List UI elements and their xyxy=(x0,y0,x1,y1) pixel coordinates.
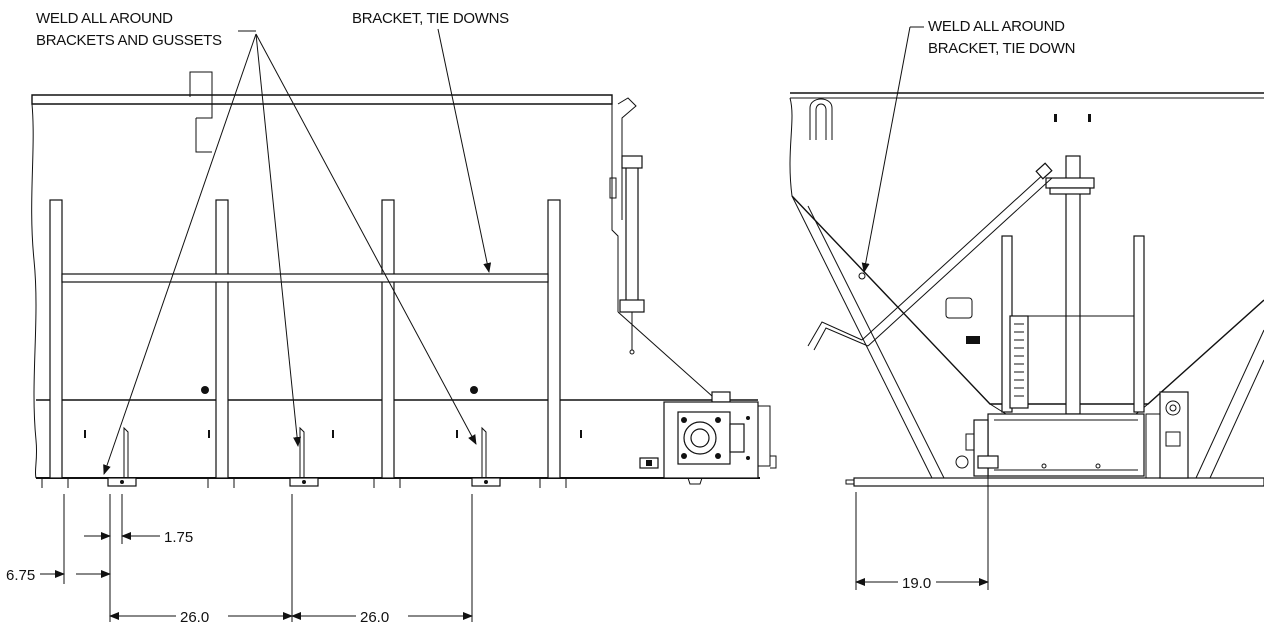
hopper-slope xyxy=(617,311,713,397)
motor xyxy=(1159,391,1189,479)
break-line xyxy=(789,97,793,197)
slots xyxy=(84,430,582,438)
hopper-side-panel xyxy=(611,104,619,312)
inspection-window xyxy=(945,297,973,319)
top-hook xyxy=(189,71,213,153)
left-side-view: WELD ALL AROUND BRACKETS AND GUSSETS BRA… xyxy=(6,10,777,626)
dim-spacing-1: 26.0 xyxy=(180,609,209,626)
crank-rod xyxy=(807,171,1053,351)
leader-lines xyxy=(103,28,492,475)
bolt-hole xyxy=(201,386,209,394)
decal xyxy=(966,336,980,344)
dim-end-offset: 6.75 xyxy=(6,567,35,584)
post xyxy=(547,199,561,479)
dim-bracket-offset: 19.0 xyxy=(902,575,931,592)
level-gauge xyxy=(1009,315,1029,409)
break-line xyxy=(31,103,38,479)
dimensions-right: 19.0 xyxy=(855,470,989,592)
foot-brackets xyxy=(41,477,567,488)
leader-lines xyxy=(861,26,924,273)
vertical-posts xyxy=(49,199,561,479)
center-column xyxy=(1065,155,1081,415)
dim-gusset-offset: 1.75 xyxy=(164,529,193,546)
weld-callout-line2: BRACKETS AND GUSSETS xyxy=(36,32,222,49)
base-plate xyxy=(853,477,1264,487)
u-hook xyxy=(809,98,833,140)
post xyxy=(381,199,395,479)
weld-callout-line1: WELD ALL AROUND xyxy=(928,18,1065,35)
hopper-top-rail xyxy=(31,94,613,105)
drive-assembly xyxy=(639,391,777,485)
weld-callout-line1: WELD ALL AROUND xyxy=(36,10,173,27)
drive-box xyxy=(987,413,1145,477)
bolt-hole xyxy=(470,386,478,394)
dim-spacing-2: 26.0 xyxy=(360,609,389,626)
lever-assembly xyxy=(609,97,645,355)
post xyxy=(49,199,63,479)
bracket-callout: BRACKET, TIE DOWNS xyxy=(352,10,509,27)
post xyxy=(215,199,229,479)
gussets xyxy=(123,426,487,479)
dimensions-left: 1.75 6.75 26.0 26.0 xyxy=(6,494,473,626)
gauge-ticks xyxy=(1014,323,1024,397)
weld-callout-line2: BRACKET, TIE DOWN xyxy=(928,40,1075,57)
tie-down-bar xyxy=(61,273,549,283)
right-end-view: WELD ALL AROUND BRACKET, TIE DOWN 19.0 xyxy=(789,18,1264,592)
